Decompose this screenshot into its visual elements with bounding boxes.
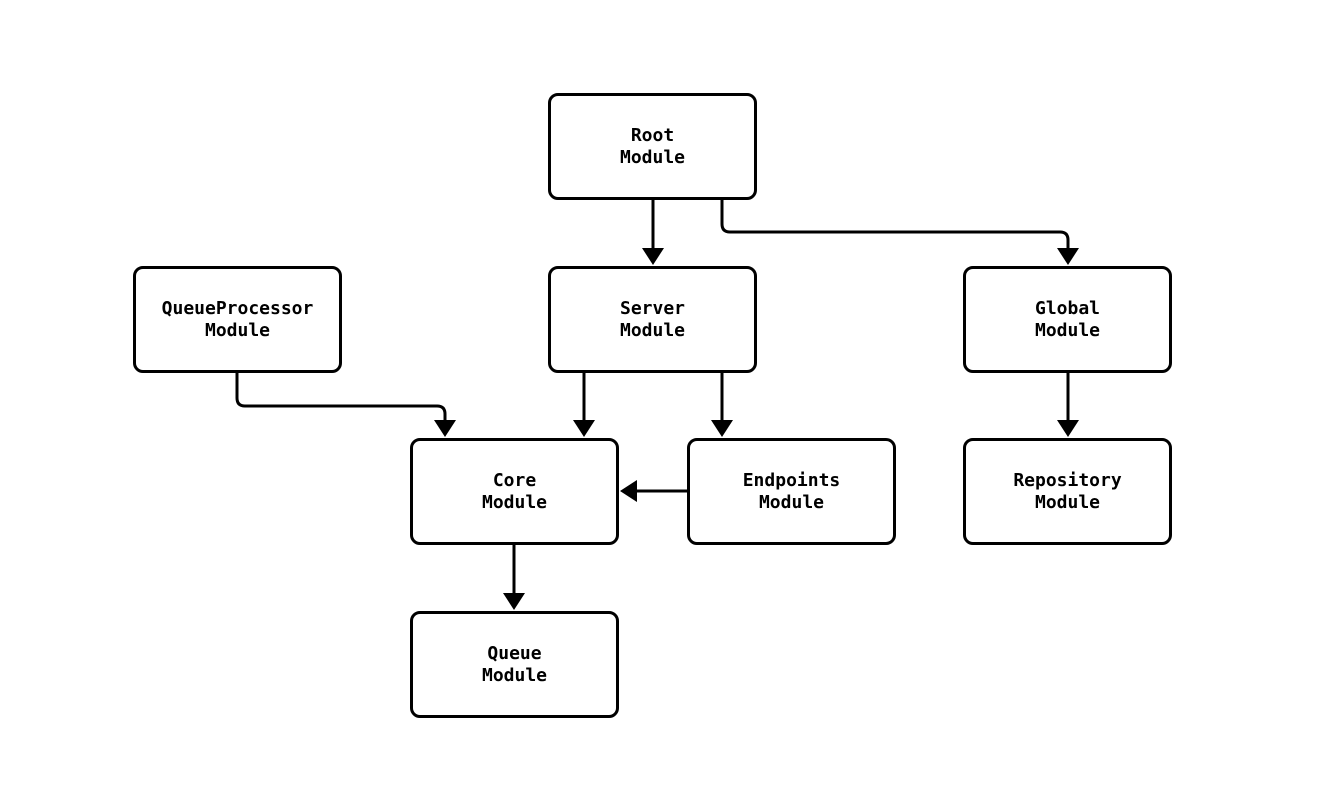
node-server-module: Server Module [548, 266, 757, 373]
arrowhead-core-queue [503, 593, 525, 610]
node-core-module-label: Core Module [481, 469, 548, 513]
node-queueprocessor-module-label: QueueProcessor Module [161, 297, 314, 341]
node-root-module: Root Module [548, 93, 757, 200]
arrowhead-server-core [573, 420, 595, 437]
edge-queueprocessor-core [235, 373, 447, 422]
node-root-module-label: Root Module [619, 124, 686, 168]
arrowhead-endpoints-core [620, 480, 637, 502]
node-queue-module: Queue Module [410, 611, 619, 718]
arrowhead-global-repository [1057, 420, 1079, 437]
arrowhead-root-global [1057, 248, 1079, 265]
edge-root-global [720, 198, 1070, 250]
node-repository-module-label: Repository Module [1013, 469, 1122, 513]
arrowhead-server-endpoints [711, 420, 733, 437]
node-global-module: Global Module [963, 266, 1172, 373]
node-endpoints-module-label: Endpoints Module [742, 469, 841, 513]
node-queue-module-label: Queue Module [481, 642, 548, 686]
node-global-module-label: Global Module [1034, 297, 1101, 341]
arrowhead-root-server [642, 248, 664, 265]
node-endpoints-module: Endpoints Module [687, 438, 896, 545]
node-server-module-label: Server Module [619, 297, 686, 341]
node-queueprocessor-module: QueueProcessor Module [133, 266, 342, 373]
arrowhead-queueprocessor-core [434, 420, 456, 437]
node-repository-module: Repository Module [963, 438, 1172, 545]
node-core-module: Core Module [410, 438, 619, 545]
